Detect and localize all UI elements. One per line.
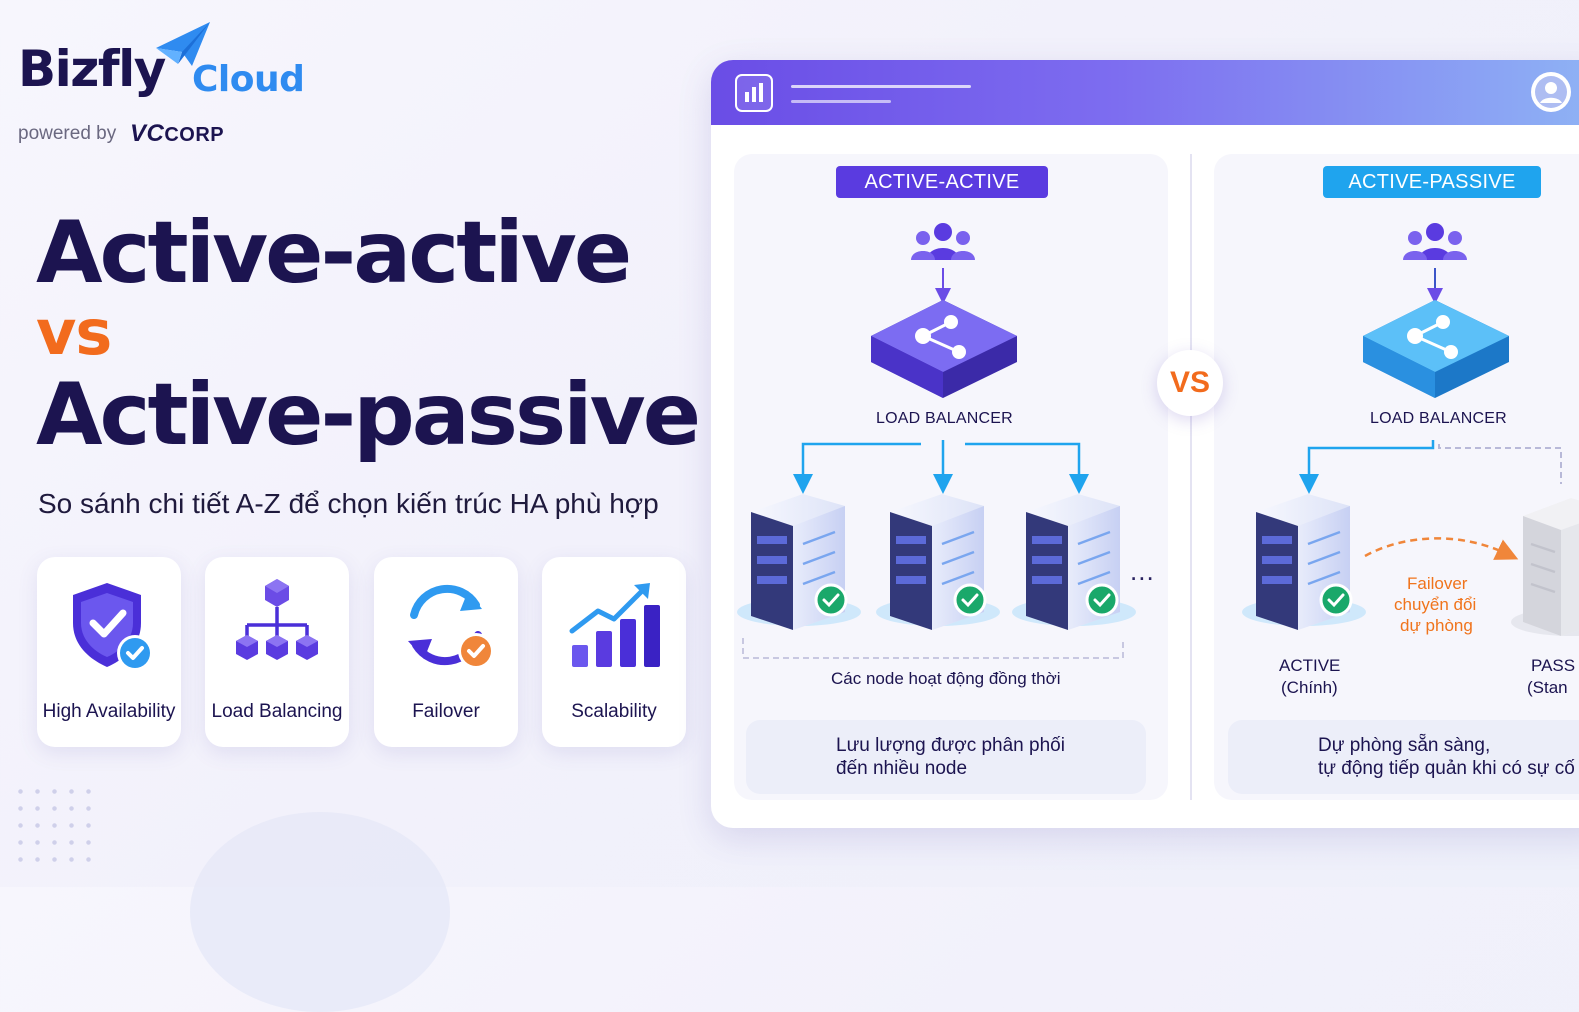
cycle-arrows-icon bbox=[408, 584, 494, 669]
active-active-note-text: Lưu lượng được phân phối đến nhiều node bbox=[836, 734, 1065, 780]
partner-logo-prefix: VC bbox=[130, 120, 165, 147]
brand-product: Cloud bbox=[192, 59, 305, 100]
server-node-icon bbox=[1012, 494, 1136, 630]
diagram-artwork bbox=[737, 223, 1579, 787]
note-line: đến nhiều node bbox=[836, 758, 968, 779]
feature-label: High Availability bbox=[42, 701, 176, 722]
partner-logo: VCCORP bbox=[130, 120, 224, 148]
user-avatar-icon bbox=[1531, 72, 1571, 112]
paper-plane-icon bbox=[156, 22, 210, 66]
active-node-sublabel: (Chính) bbox=[1281, 678, 1338, 697]
users-icon-left bbox=[911, 223, 975, 260]
active-passive-note-text: Dự phòng sẵn sàng, tự động tiếp quản khi… bbox=[1318, 734, 1575, 780]
panel-header bbox=[711, 60, 1579, 125]
active-passive-column bbox=[1214, 154, 1579, 800]
failover-label-2: chuyển đổi bbox=[1394, 595, 1477, 614]
shield-icon bbox=[1263, 737, 1307, 789]
server-node-icon bbox=[737, 494, 861, 630]
bar-chart-icon bbox=[735, 74, 773, 112]
failover-label-1: Failover bbox=[1407, 574, 1468, 593]
hierarchy-cubes-icon bbox=[236, 579, 318, 660]
feature-card-load-balancing: Load Balancing bbox=[205, 557, 349, 747]
feature-card-failover: Failover bbox=[374, 557, 518, 747]
feature-card-scalability: Scalability bbox=[542, 557, 686, 747]
failover-label-3: dự phòng bbox=[1400, 616, 1473, 635]
passive-node-sublabel: (Stan bbox=[1527, 678, 1568, 697]
active-server-icon bbox=[1242, 494, 1366, 630]
users-icon-right bbox=[1403, 223, 1467, 260]
brand-name: Bizfly bbox=[18, 40, 166, 98]
decorative-blob bbox=[190, 812, 450, 1012]
server-node-icon bbox=[876, 494, 1000, 630]
header-placeholder-line bbox=[791, 85, 971, 88]
feature-label: Load Balancing bbox=[211, 701, 343, 722]
shield-check-icon bbox=[73, 583, 153, 671]
architecture-panel: ACTIVE-ACTIVE ACTIVE-PASSIVE bbox=[711, 60, 1579, 828]
load-balancer-label-left: LOAD BALANCER bbox=[876, 410, 1013, 427]
note-line: Lưu lượng được phân phối bbox=[836, 735, 1065, 756]
load-balancer-icon-right bbox=[1363, 300, 1509, 398]
globe-icon bbox=[775, 737, 815, 779]
active-active-note: Lưu lượng được phân phối đến nhiều node bbox=[746, 720, 1146, 794]
feature-label: Scalability bbox=[571, 701, 657, 722]
passive-server-icon bbox=[1511, 498, 1579, 636]
active-passive-note: Dự phòng sẵn sàng, tự động tiếp quản khi… bbox=[1228, 720, 1579, 794]
header-placeholder-line bbox=[791, 100, 891, 103]
headline-vs: vs bbox=[36, 296, 112, 369]
more-nodes-ellipsis: ... bbox=[1130, 556, 1155, 586]
active-passive-title: ACTIVE-PASSIVE bbox=[1323, 166, 1541, 198]
headline-subtitle: So sánh chi tiết A-Z để chọn kiến trúc H… bbox=[38, 488, 659, 519]
decorative-dot-grid bbox=[12, 783, 102, 873]
headline-line1: Active-active bbox=[36, 203, 632, 303]
headline-line2: Active-passive bbox=[36, 365, 701, 465]
column-divider bbox=[1190, 154, 1192, 800]
load-balancer-icon-left bbox=[871, 300, 1017, 398]
active-node-label: ACTIVE bbox=[1279, 656, 1341, 675]
passive-node-label: PASS bbox=[1531, 656, 1576, 675]
partner-logo-text: CORP bbox=[164, 124, 225, 146]
feature-label: Failover bbox=[412, 701, 480, 722]
vs-badge: VS bbox=[1157, 350, 1223, 416]
growth-chart-icon bbox=[569, 583, 660, 667]
active-active-title: ACTIVE-ACTIVE bbox=[836, 166, 1048, 198]
active-active-caption: Các node hoạt động đồng thời bbox=[831, 669, 1061, 688]
powered-by-text: powered by bbox=[18, 123, 117, 144]
note-line: tự động tiếp quản khi có sự cố bbox=[1318, 758, 1575, 779]
feature-card-high-availability: High Availability bbox=[37, 557, 181, 747]
load-balancer-label-right: LOAD BALANCER bbox=[1370, 410, 1507, 427]
note-line: Dự phòng sẵn sàng, bbox=[1318, 735, 1491, 756]
